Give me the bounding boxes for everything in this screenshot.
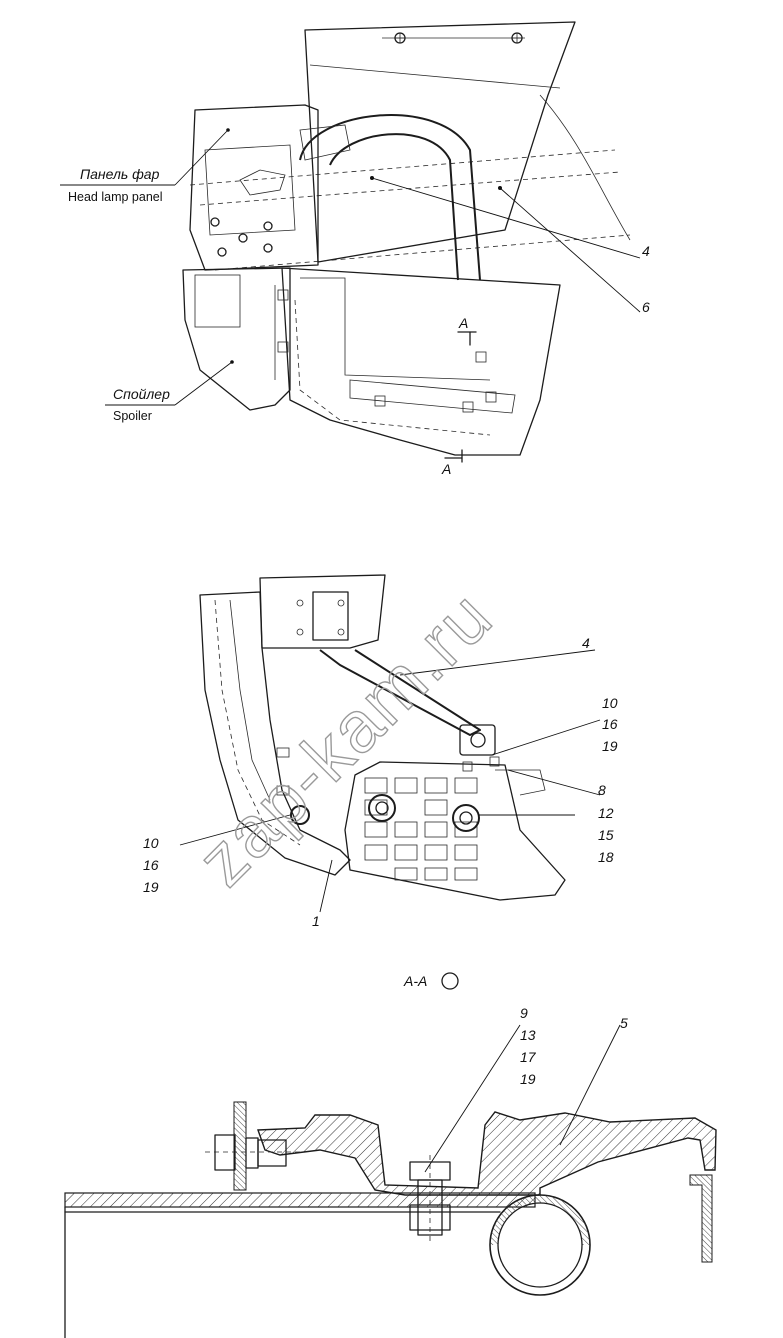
callout-spoiler-en: Spoiler [113,409,152,423]
headlamp-panel [189,104,319,271]
item-number-19: 19 [143,879,159,895]
leader-line [559,1024,621,1146]
item-number-13: 13 [520,1027,536,1043]
item-number-4: 4 [582,635,590,651]
tube-bracket-inner [329,133,459,281]
leader-line [424,1024,521,1173]
spoiler-main-part [281,267,561,456]
nut-icon [257,1139,287,1167]
leader-line [174,361,233,406]
rail-upper-edge [189,149,616,186]
tube-bracket-outer [299,114,481,281]
bolt-icon [470,732,486,748]
bolt-head-icon [368,794,396,822]
bracket-arm [319,649,481,736]
bolt-head-icon [452,804,480,832]
bolt-icon [217,247,227,257]
item-number-1: 1 [312,913,320,929]
mount-panel [259,574,386,649]
bolt-shank [417,1179,443,1236]
callout-spoiler-ru: Спойлер [113,386,170,402]
spoiler-hidden-contour [294,299,491,436]
top-view: Панель фар Head lamp panel Спойлер Spoil… [60,21,650,477]
callout-headlamp-en: Head lamp panel [68,190,163,204]
leader-line [319,859,333,913]
leader-line [499,187,641,313]
fastener-icon [276,747,500,796]
item-number-10: 10 [143,835,159,851]
bracket-foot [459,724,496,756]
headlamp-panel-inner [204,144,296,236]
mount-plate [312,591,349,641]
nut-icon [245,1137,259,1169]
item-number-15: 15 [598,827,614,843]
spoiler-lamp-box [194,274,241,328]
tube-mount-plate [299,124,351,161]
middle-view: 4 10 16 19 8 12 15 18 10 16 19 1 [143,574,618,929]
item-number-18: 18 [598,849,614,865]
fastener-icon [475,351,497,403]
bolt-icon [210,217,220,227]
item-number-8: 8 [598,782,606,798]
spoiler-profile [257,1111,717,1196]
item-number-12: 12 [598,805,614,821]
bolt-icon [238,233,248,243]
bolt-head-icon [290,805,310,825]
item-number-16: 16 [143,857,159,873]
leader-line [399,649,596,676]
leader-line [371,177,641,259]
item-number-9: 9 [520,1005,528,1021]
rivet-icon [511,32,523,44]
bolt-icon [263,243,273,253]
item-number-10: 10 [602,695,618,711]
spoiler-opening [300,277,491,381]
bumper-corner-outer [199,591,351,876]
bolt-icon [263,221,273,231]
step-side-plate [495,769,546,796]
step-body [344,761,566,901]
section-mark-a: A [441,461,451,477]
item-number-19: 19 [602,738,618,754]
spoiler-crossbar [349,379,516,414]
leader-line [179,814,291,846]
pipe-inner [497,1202,583,1288]
callout-headlamp-ru: Панель фар [80,166,160,182]
pipe-wall-hatch [490,1195,590,1245]
fastener-icon [277,289,289,353]
bumper-corner-hidden [214,599,301,846]
cab-panel-edge [309,64,561,89]
item-number-17: 17 [520,1049,537,1065]
rotated-view-icon [441,972,459,990]
leader-line [507,769,601,796]
left-bracket-plate [233,1101,247,1191]
bumper-corner-inner [229,599,271,801]
item-number-6: 6 [642,299,650,315]
right-plate [689,1174,713,1263]
section-mark-a: A [458,315,468,331]
section-title: A-A [403,973,427,989]
item-number-19: 19 [520,1071,536,1087]
leader-line [491,719,601,756]
item-number-16: 16 [602,716,618,732]
item-number-5: 5 [620,1015,628,1031]
leader-line [174,129,229,186]
headlamp-bracket [239,169,286,196]
nut-icon [409,1204,451,1231]
cab-contour-line [539,94,631,241]
cab-panel-outline [304,21,576,263]
rail-lower-edge [214,234,631,271]
fastener-icon [374,395,474,413]
rivet-icon [394,32,406,44]
item-number-4: 4 [642,243,650,259]
step-grid [364,777,478,881]
bolt-head-icon [214,1134,236,1171]
section-a-a: A-A 9 13 17 19 5 [64,972,717,1338]
spoiler-left-part [182,267,291,411]
rail-inner-edge [199,171,621,206]
